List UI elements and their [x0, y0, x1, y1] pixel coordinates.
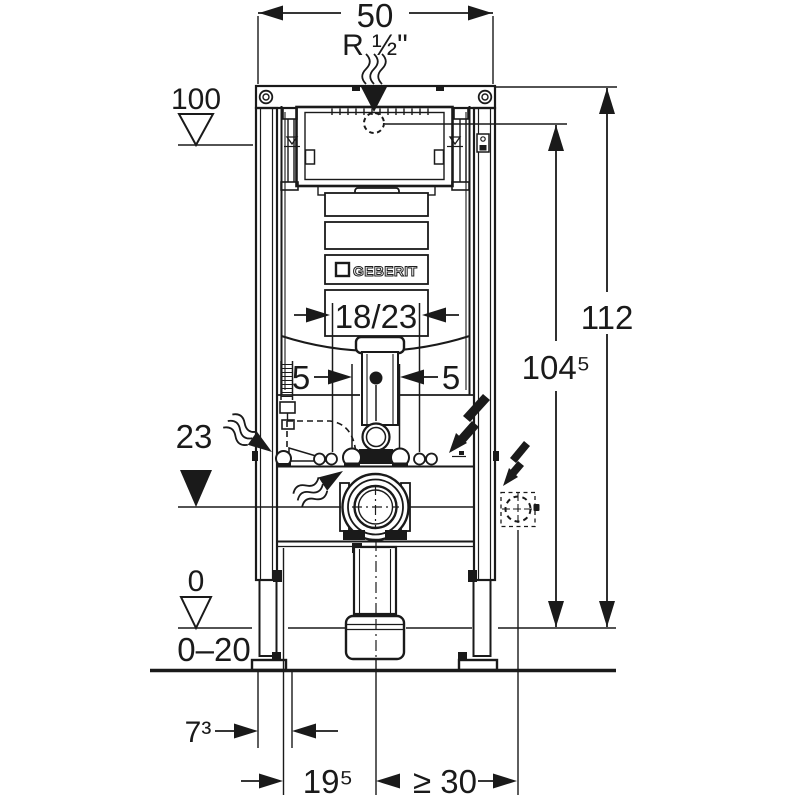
dim-offset-right: 5 — [442, 359, 460, 396]
dim-inner-height: 104⁵ — [522, 349, 591, 386]
dim-offset-left: 5 — [292, 359, 310, 396]
drain-pipe — [352, 545, 398, 616]
dim-floor-range: 0–20 — [177, 631, 250, 668]
frame-right-rail — [472, 106, 497, 582]
water-supply-arrow-icon — [360, 53, 388, 112]
lightning-bolt-icon — [449, 394, 490, 453]
geberit-square-icon — [334, 261, 351, 278]
flush-bend-socket — [354, 335, 406, 355]
foot-plate-right — [457, 658, 499, 672]
lightning-bolt-small-icon — [503, 441, 530, 486]
fill-valve — [282, 107, 298, 120]
flush-valve — [453, 107, 469, 120]
access-band-1 — [324, 192, 429, 217]
dim-side-clearance: ≥ 30 — [413, 763, 477, 800]
water-flow-arrow-left-icon — [223, 413, 272, 452]
foot-plate-left — [250, 658, 288, 672]
drill-hole-box — [500, 491, 536, 528]
internals — [275, 335, 466, 661]
dim-top-width: 50 — [357, 0, 394, 34]
frame-left-leg — [258, 579, 278, 657]
screw-hole-right-icon — [477, 89, 493, 105]
dim-datum-100: 100 — [171, 83, 221, 116]
symbols — [223, 53, 540, 528]
dim-total-height: 112 — [581, 299, 634, 336]
brand-label: GEBERIT — [353, 263, 417, 279]
flush-pipe — [361, 351, 399, 426]
frame-right-leg — [472, 579, 492, 657]
brand-band — [324, 254, 429, 285]
inspection-window — [295, 105, 454, 188]
frame-left-rail — [254, 106, 279, 582]
dim-supply-thread: R ½" — [342, 29, 408, 62]
supply-connection-circle-icon — [363, 112, 385, 134]
water-flow-arrow-inner-icon — [292, 471, 343, 508]
dim-outlet-offset: 19⁵ — [303, 763, 353, 800]
screw-hole-left-icon — [258, 89, 274, 105]
dim-datum-0: 0 — [188, 565, 205, 598]
access-band-2 — [324, 221, 429, 250]
outlet-bend — [344, 614, 406, 661]
dimensions — [150, 5, 617, 795]
dim-depth-options: 18/23 — [335, 298, 418, 335]
dim-datum-23: 23 — [176, 418, 213, 455]
dim-foot-depth: 7³ — [185, 716, 212, 749]
water-level-mark-right-icon — [448, 136, 462, 146]
angle-valve — [279, 401, 296, 414]
